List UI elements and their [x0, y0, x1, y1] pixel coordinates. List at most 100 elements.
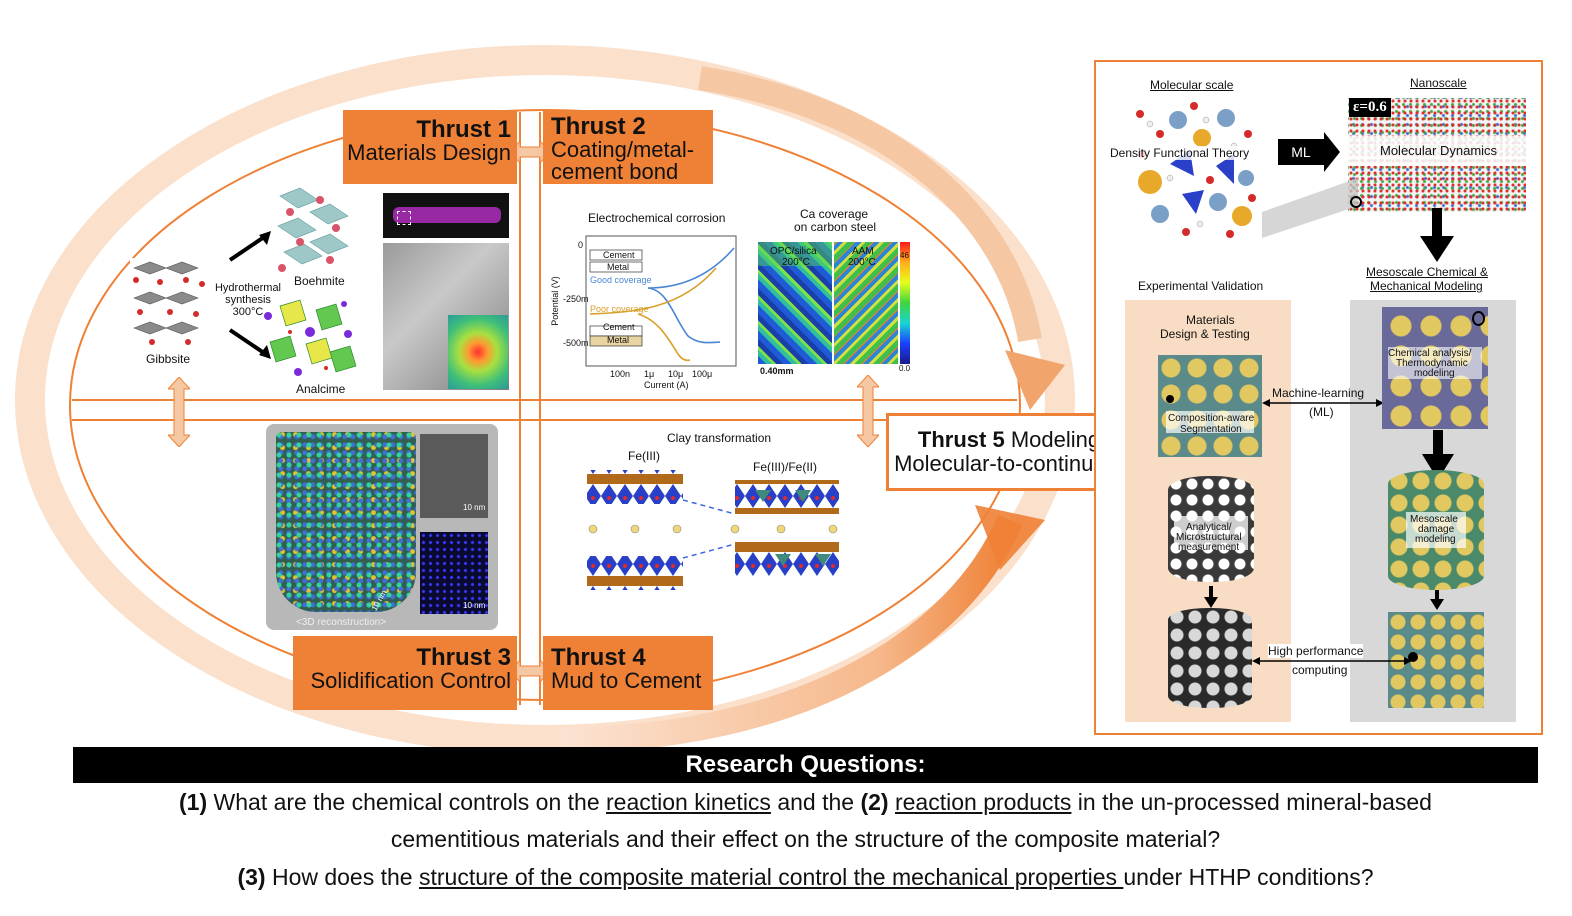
corrosion-x-10u: 10μ — [668, 369, 684, 379]
microstructure-crack-image — [1168, 608, 1252, 708]
corrosion-y-0: 0 — [578, 240, 584, 250]
meso-damage-label-line2: damage — [1418, 524, 1455, 535]
corrosion-good-metal-label: Metal — [607, 262, 630, 272]
double-arrow-2-4-icon — [857, 375, 879, 447]
thrust-2-box: Thrust 2 Coating/metal- cement bond — [543, 110, 713, 184]
hpc-double-arrow-icon — [1252, 657, 1412, 665]
ca-aam-label-line2: 200°C — [848, 257, 876, 268]
double-arrow-3-4-icon — [510, 660, 550, 682]
experimental-validation-label: Experimental Validation — [1138, 279, 1264, 293]
clay-title: Clay transformation — [667, 431, 772, 445]
machine-learning-label-line1: Machine-learning — [1272, 386, 1365, 400]
ca-coverage-title-line2: on carbon steel — [794, 220, 877, 234]
double-arrow-1-3-icon — [168, 377, 190, 447]
rq-line1-text-a: What are the chemical controls on the — [207, 789, 607, 815]
materials-design-label-line1: Materials — [1186, 313, 1235, 327]
rq-structure-control: structure of the composite material cont… — [418, 864, 1124, 890]
gibbsite-label: Gibbsite — [146, 352, 191, 366]
rq-line3-text-a: How does the — [265, 864, 419, 890]
molecular-dynamics-image — [1348, 98, 1526, 212]
mesoscale-label-line2: Mechanical Modeling — [1370, 279, 1483, 293]
zoom-funnel — [1262, 178, 1362, 238]
thrust-2-subtitle-line1: Coating/metal- — [551, 137, 695, 162]
analytical-down-arrow-icon — [1204, 586, 1218, 608]
rq-line3-text-b: under HTHP conditions? — [1123, 864, 1374, 890]
clay-fe32-label: Fe(III)/Fe(II) — [753, 460, 817, 474]
corrosion-x-100n: 100n — [610, 369, 631, 379]
hydrothermal-line1: Hydrothermal — [214, 282, 282, 294]
ca-aam-label-line1: AAM — [852, 246, 874, 257]
gibbsite-structure-image — [130, 258, 210, 348]
rq-number-3: (3) — [237, 864, 266, 890]
ca-opc-label-line1: OPC/silica — [770, 246, 817, 257]
thrust-5-box: Thrust 5 Modeling Molecular-to-continuum — [886, 413, 1132, 491]
research-questions-title: Research Questions: — [685, 751, 926, 778]
corrosion-chart — [585, 235, 737, 367]
3d-reconstruction-image — [266, 424, 498, 630]
md-label: Molecular Dynamics — [1380, 143, 1498, 158]
ca-scale-label: 0.40mm — [760, 366, 794, 376]
analytical-label-line1: Analytical/ — [1186, 522, 1232, 533]
thrust-1-box: Thrust 1 Materials Design — [343, 110, 517, 184]
corrosion-y-axis-label: Potential (V) — [549, 276, 560, 326]
corrosion-y-500: -500m — [563, 338, 589, 348]
thrust-5-label: Thrust 5 — [917, 427, 1005, 452]
ca-colorbar — [900, 242, 910, 364]
thrust-2-subtitle-line2: cement bond — [551, 159, 679, 184]
rq-reaction-kinetics: reaction kinetics — [606, 789, 771, 815]
strain-label: ε=0.6 — [1349, 98, 1391, 117]
dft-label: Density Functional Theory — [1110, 146, 1250, 160]
damage-down-arrow-icon — [1430, 590, 1444, 610]
scale-bar-label-2: 10 nm — [463, 601, 486, 610]
corrosion-good-coverage-label: Good coverage — [590, 275, 652, 285]
corrosion-x-axis-label: Current (A) — [644, 380, 689, 390]
rq-number-2: (2) — [860, 789, 889, 815]
corrosion-x-1u: 1μ — [644, 369, 655, 379]
clay-structure-image — [587, 470, 839, 590]
thrust-4-label: Thrust 4 — [551, 644, 646, 671]
ca-map-aam — [834, 242, 898, 364]
thrust-4-subtitle: Mud to Cement — [551, 668, 702, 693]
materials-design-label-line2: Design & Testing — [1160, 327, 1250, 341]
3d-slice-blue — [420, 532, 488, 614]
dft-molecule-image — [1136, 102, 1256, 238]
analytical-measurement-image — [1168, 476, 1254, 582]
ml-arrow-head-icon — [1324, 132, 1340, 172]
3d-slice-grey — [420, 434, 488, 518]
mesoscale-damage-image — [1388, 470, 1484, 590]
analytical-label-line2: Microstructural — [1176, 532, 1242, 543]
meso-damage-label-line3: modeling — [1415, 534, 1456, 545]
nanoscale-label: Nanoscale — [1410, 76, 1467, 90]
ca-coverage-title-line1: Ca coverage — [800, 207, 869, 221]
ca-colorbar-bottom-label: 0.0 — [899, 364, 911, 373]
boehmite-label: Boehmite — [294, 274, 345, 288]
thrust-1-subtitle: Materials Design — [347, 140, 511, 165]
corrosion-y-250: -250m — [563, 294, 589, 304]
thrust-2-label: Thrust 2 — [551, 113, 646, 140]
mesoscale-label-line1: Mesoscale Chemical & — [1366, 265, 1489, 279]
thrust-4-box: Thrust 4 Mud to Cement — [543, 636, 713, 710]
machine-learning-label-line2: (ML) — [1309, 405, 1334, 419]
thrust-5-subtitle-line1: Modeling — [1010, 427, 1101, 452]
composition-label-line2: Segmentation — [1180, 424, 1242, 435]
composition-label-line1: Composition-aware — [1168, 413, 1255, 424]
hpc-label-line2: computing — [1292, 663, 1348, 677]
corrosion-x-100u: 100μ — [692, 369, 713, 379]
research-questions-header: Research Questions: — [73, 747, 1538, 783]
3d-particle-cloud — [276, 432, 416, 612]
rq-line1-text-d: in the un-processed mineral-based — [1071, 789, 1432, 815]
3d-reconstruction-label: <3D reconstruction> — [296, 617, 387, 628]
synthesis-arrows — [228, 231, 271, 359]
hydrothermal-line3: 300°C — [232, 306, 264, 318]
corrosion-poor-cement-label: Cement — [603, 322, 635, 332]
thrust-1-label: Thrust 1 — [416, 116, 511, 143]
chemical-analysis-label-line3: modeling — [1414, 368, 1455, 379]
thrust-3-subtitle: Solidification Control — [310, 668, 511, 693]
ca-colorbar-top-label: 46 — [900, 251, 909, 260]
composition-segmentation-image — [1158, 355, 1262, 457]
ml-arrow: ML — [1278, 139, 1324, 165]
chem-to-damage-arrow-icon — [1422, 430, 1454, 480]
ca-map-opc — [758, 242, 832, 364]
rq-line1-text-b: and the — [770, 789, 861, 815]
corrosion-poor-metal-label: Metal — [607, 335, 630, 345]
